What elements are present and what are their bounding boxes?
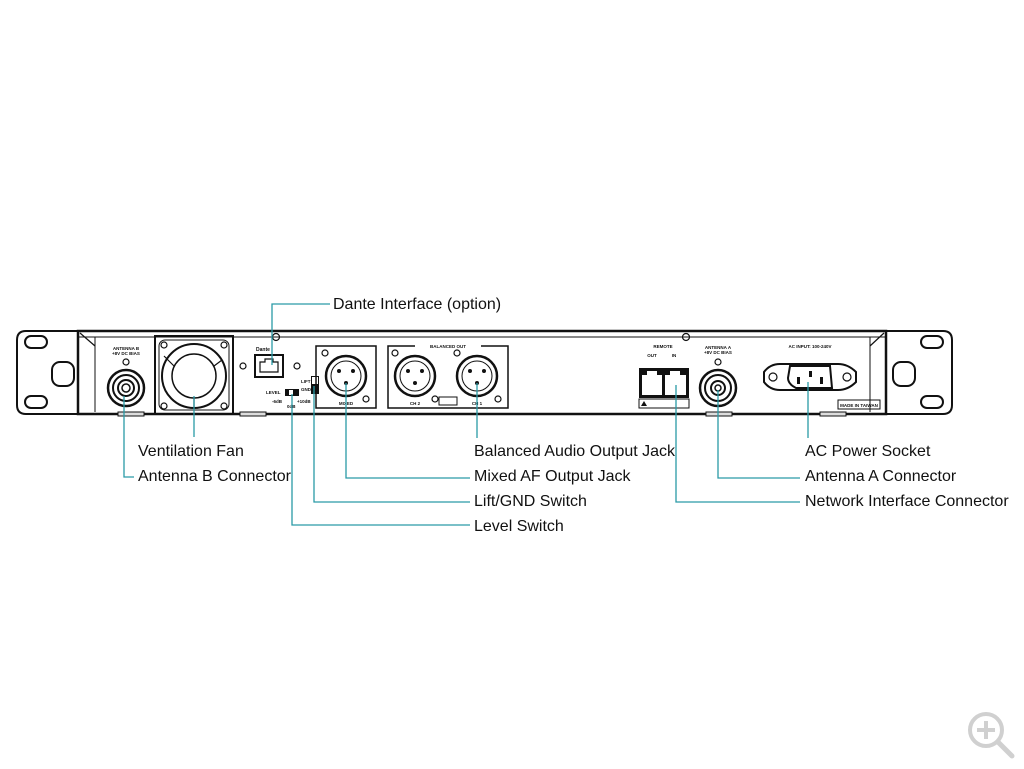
callout-lift-gnd: Lift/GND Switch xyxy=(474,493,587,510)
made-in-label: MADE IN TAIWAN xyxy=(840,403,878,408)
callout-antenna-b: Antenna B Connector xyxy=(138,468,292,485)
callout-mixed-af: Mixed AF Output Jack xyxy=(474,468,632,485)
leader-antenna-b xyxy=(123,396,134,478)
network-interface-connector: REMOTE OUT IN xyxy=(638,344,690,409)
ch2-label: CH 2 xyxy=(410,401,421,406)
zoom-in-button[interactable] xyxy=(964,708,1020,764)
callout-dante: Dante Interface (option) xyxy=(333,296,501,313)
lift-label: LIFT xyxy=(301,379,311,384)
level-label: LEVEL xyxy=(266,390,281,395)
antenna-b-bias-label: +8V DC BIAS xyxy=(112,351,140,356)
ac-input-label: AC INPUT: 100-240V xyxy=(788,344,831,349)
zoom-in-icon xyxy=(968,712,1015,759)
leader-lift xyxy=(313,386,470,503)
leader-mixed xyxy=(345,383,470,479)
balanced-out-label: BALANCED OUT xyxy=(430,344,466,349)
remote-out-label: OUT xyxy=(647,353,657,358)
leader-level xyxy=(291,394,470,526)
callout-balanced-out: Balanced Audio Output Jack xyxy=(474,443,676,460)
callout-ac-power: AC Power Socket xyxy=(805,443,931,460)
leader-network xyxy=(675,385,800,503)
dante-logo: Dante xyxy=(256,347,270,353)
level-low-label: -6dB xyxy=(272,399,283,404)
remote-label: REMOTE xyxy=(653,344,672,349)
ac-power-socket: AC INPUT: 100-240V MADE IN TAIWAN xyxy=(763,344,881,410)
callout-leaders xyxy=(123,303,809,526)
callout-labels: Dante Interface (option) Ventilation Fan… xyxy=(138,296,1009,535)
antenna-b-connector: ANTENNA B +8V DC BIAS xyxy=(106,346,146,408)
callout-fan: Ventilation Fan xyxy=(138,443,244,460)
dante-interface: Dante xyxy=(239,347,301,378)
antenna-a-bias-label: +8V DC BIAS xyxy=(704,350,732,355)
leader-dante xyxy=(271,303,330,365)
ventilation-fan xyxy=(154,335,234,415)
antenna-b-label: ANTENNA B xyxy=(113,346,140,351)
rack-ear-right xyxy=(885,330,953,415)
rack-ear-left xyxy=(16,330,78,415)
gnd-label: GND xyxy=(301,387,312,392)
leader-antenna-a xyxy=(717,390,800,479)
lift-gnd-switch: LIFT GND xyxy=(301,376,319,394)
level-high-label: +10dB xyxy=(297,399,311,404)
callout-level: Level Switch xyxy=(474,518,564,535)
callout-network: Network Interface Connector xyxy=(805,493,1009,510)
chassis xyxy=(76,329,888,417)
antenna-a-label: ANTENNA A xyxy=(705,345,732,350)
remote-in-label: IN xyxy=(672,353,677,358)
callout-antenna-a: Antenna A Connector xyxy=(805,468,957,485)
